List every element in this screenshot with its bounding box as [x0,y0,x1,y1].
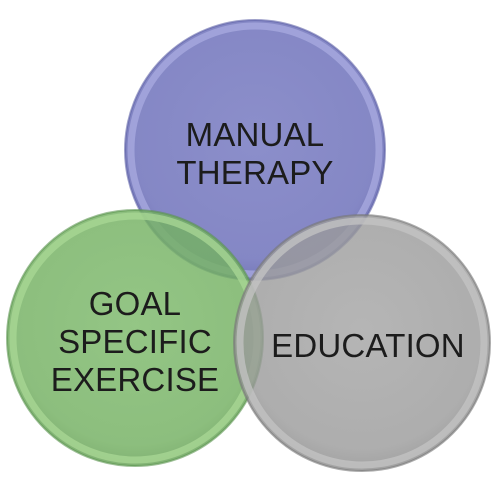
circle-education [233,214,491,472]
circle-manual-therapy [124,19,386,281]
manual-therapy-label-line: MANUAL [185,116,325,153]
goal-specific-exercise-label-line: SPECIFIC [58,323,212,360]
education-label-line: EDUCATION [271,327,465,364]
goal-specific-exercise-label: GOAL SPECIFIC EXERCISE [30,285,240,399]
manual-therapy-label: MANUAL THERAPY [155,116,355,192]
education-label: EDUCATION [258,327,478,365]
goal-specific-exercise-label-line: GOAL [88,285,182,322]
goal-specific-exercise-label-line: EXERCISE [50,361,220,398]
manual-therapy-label-line: THERAPY [176,154,334,191]
